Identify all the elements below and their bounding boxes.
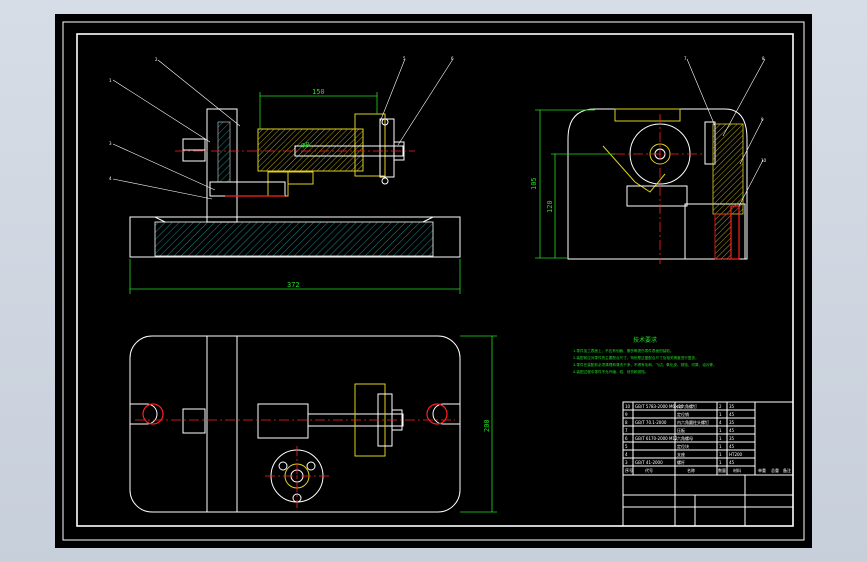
front-upright bbox=[206, 108, 238, 223]
title-block-cell: 1 bbox=[719, 452, 722, 457]
dim-phi8: φ8 bbox=[301, 141, 309, 149]
title-block-cell: 9 bbox=[625, 412, 628, 417]
label-10: 10 bbox=[761, 158, 767, 163]
title-block-cell: 5 bbox=[625, 444, 628, 449]
title-block-cell: 4 bbox=[719, 420, 722, 425]
title-block-cell: 备注 bbox=[783, 467, 791, 473]
label-8: 8 bbox=[762, 56, 765, 61]
title-block-cell: 6 bbox=[625, 436, 628, 441]
title-block-cell: 单重 bbox=[758, 467, 766, 473]
title-block-cell: 名称 bbox=[687, 467, 695, 473]
title-block-cell: 7 bbox=[625, 428, 628, 433]
title-block-cell: 45 bbox=[729, 412, 735, 417]
technical-notes: 技术要求 1.零件加工表面上，不应有划痕、擦伤等损伤零件表面的缺陷。 2.装配前… bbox=[573, 336, 717, 374]
label-4: 4 bbox=[109, 176, 112, 181]
front-slider-section bbox=[257, 128, 364, 172]
title-block-cell: 45 bbox=[729, 444, 735, 449]
title-block-cell: 序号 bbox=[625, 467, 633, 473]
label-2: 2 bbox=[155, 57, 158, 62]
title-block-cell: 1 bbox=[719, 444, 722, 449]
title-block-cell: GB/T 6170-2000 M12 bbox=[635, 436, 678, 441]
title-block-cell: 材料 bbox=[733, 467, 741, 473]
label-1: 1 bbox=[109, 78, 112, 83]
top-view: 200 bbox=[129, 335, 497, 513]
title-block-cell: 1 bbox=[719, 412, 722, 417]
dim-105: 105 bbox=[530, 177, 538, 190]
title-block-cell: HT200 bbox=[729, 452, 743, 457]
label-3: 3 bbox=[109, 141, 112, 146]
dim-120: 120 bbox=[546, 200, 554, 213]
inner-frame bbox=[76, 33, 794, 527]
outer-frame bbox=[62, 21, 805, 541]
title-block: 10 GB/T 5783-2000 M6×20 内六角螺钉 2 35 9 定位销… bbox=[622, 401, 794, 527]
dim-372: 372 bbox=[287, 281, 300, 289]
note-line-4: 4.装配过程中零件不允许磕、碰、划伤和锈蚀。 bbox=[573, 369, 648, 374]
title-block-cell: 内六角圆柱头螺钉 bbox=[677, 419, 709, 425]
title-block-cell: 定位块 bbox=[677, 443, 689, 449]
title-block-cell: 4 bbox=[625, 452, 628, 457]
title-block-cell: 2 bbox=[719, 404, 722, 409]
title-block-cell: 代号 bbox=[645, 467, 653, 473]
title-block-cell: GB/T 70.1-2000 bbox=[635, 420, 667, 425]
title-block-cell: 3 bbox=[625, 460, 628, 465]
side-view: 105 120 7 8 9 10 bbox=[530, 56, 767, 264]
notes-title: 技术要求 bbox=[633, 336, 657, 344]
drawing-canvas: 150 372 φ8 1 2 3 4 5 6 bbox=[62, 21, 805, 541]
title-block-cell: 数量 bbox=[718, 467, 726, 473]
front-screw-rod bbox=[294, 145, 404, 157]
title-block-cell: 内六角螺钉 bbox=[677, 403, 697, 409]
front-base-section bbox=[154, 221, 434, 257]
side-body bbox=[567, 108, 748, 260]
title-block-cell: 1 bbox=[719, 436, 722, 441]
note-line-2: 2.装配前应对零件的主要配合尺寸，特别是过盈配合尺寸及相关精度进行复查。 bbox=[573, 355, 699, 360]
title-block-cell: 45 bbox=[729, 428, 735, 433]
title-block-cell: 定位销 bbox=[677, 411, 689, 417]
title-block-cell: 1 bbox=[719, 428, 722, 433]
dim-150: 150 bbox=[312, 88, 325, 96]
title-block-cell: 六角螺母 bbox=[677, 435, 693, 441]
label-5: 5 bbox=[403, 56, 406, 61]
title-block-cell: 1 bbox=[719, 460, 722, 465]
title-block-cell: GB/T 5783-2000 M6×20 bbox=[635, 404, 684, 409]
title-block-cell: 总重 bbox=[771, 467, 779, 473]
title-block-cell: 35 bbox=[729, 404, 735, 409]
top-body bbox=[129, 335, 461, 513]
title-block-cell: 35 bbox=[729, 436, 735, 441]
dim-200: 200 bbox=[483, 419, 491, 432]
note-line-3: 3.零件在装配前必须清理和清洗干净，不得有毛刺、飞边、氧化皮、锈蚀、切屑、油污等… bbox=[573, 362, 717, 367]
label-6: 6 bbox=[451, 56, 454, 61]
title-block-cell: 压板 bbox=[677, 427, 685, 433]
front-view: 150 372 φ8 1 2 3 4 5 6 bbox=[109, 56, 461, 294]
title-block-cell: 8 bbox=[625, 420, 628, 425]
title-block-cell: GB/T 41-2000 bbox=[635, 460, 663, 465]
label-7: 7 bbox=[684, 56, 687, 61]
title-block-cell: 45 bbox=[729, 460, 735, 465]
note-line-1: 1.零件加工表面上，不应有划痕、擦伤等损伤零件表面的缺陷。 bbox=[573, 348, 673, 353]
title-block-cell: 螺杆 bbox=[677, 459, 685, 465]
title-block-cell: 支座 bbox=[677, 451, 685, 457]
title-block-cell: 10 bbox=[625, 404, 631, 409]
drawing-sheet: 150 372 φ8 1 2 3 4 5 6 bbox=[55, 14, 812, 548]
label-9: 9 bbox=[761, 117, 764, 122]
title-block-cell: 35 bbox=[729, 420, 735, 425]
